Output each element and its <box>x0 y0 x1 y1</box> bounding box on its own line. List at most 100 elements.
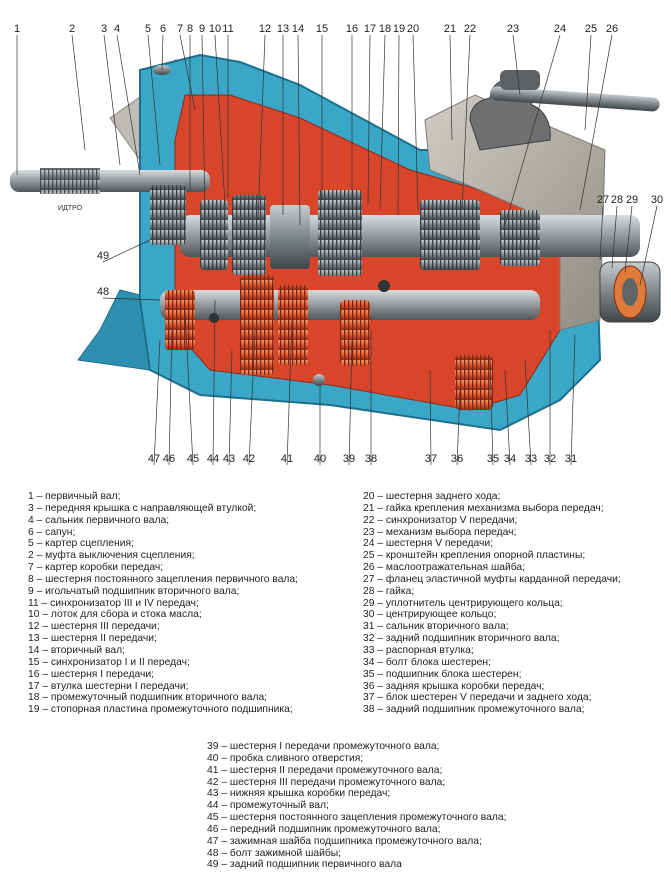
legend-item: 13 – шестерня II передачи; <box>28 633 157 645</box>
callout-number: 24 <box>554 23 566 35</box>
legend-item: 42 – шестерня III передачи промежуточног… <box>207 776 446 788</box>
callout-number: 5 <box>145 23 151 35</box>
shift-lever <box>489 86 660 112</box>
legend-item: 22 – синхронизатор V передачи; <box>363 514 518 526</box>
legend-item: 20 – шестерня заднего хода; <box>363 491 501 502</box>
legend-item: 5 – картер сцепления; <box>28 538 134 550</box>
legend-item: 38 – задний подшипник промежуточного вал… <box>363 704 585 716</box>
callout-leader <box>412 34 419 211</box>
callout-number: 1 <box>14 23 20 35</box>
callout-leader <box>102 239 151 263</box>
legend-item: 6 – сапун; <box>28 526 76 538</box>
callout-number: 6 <box>160 23 166 35</box>
callout-leader <box>504 369 511 466</box>
callout-leader <box>397 34 400 216</box>
legend-item: 33 – распорная втулка; <box>363 644 474 656</box>
callout-leader <box>584 34 592 131</box>
shaft-engraving: ИДТРО <box>58 205 83 212</box>
callout-leader <box>257 34 266 221</box>
callout-number: 22 <box>464 23 476 35</box>
legend-item: 44 – промежуточный вал; <box>207 800 329 812</box>
callout-number: 2 <box>69 23 75 35</box>
callout-leader <box>179 34 196 111</box>
legend-item: 41 – шестерня II передачи промежуточного… <box>207 764 443 776</box>
legend-item: 34 – болт блока шестерен; <box>363 656 491 668</box>
legend-item: 12 – шестерня III передачи; <box>28 621 160 633</box>
callout-number: 40 <box>314 453 326 465</box>
legend-item: 30 – центрирующее кольцо; <box>363 609 497 621</box>
callout-number: 11 <box>222 23 233 35</box>
callout-number: 18 <box>379 23 391 35</box>
legend-item: 35 – подшипник блока шестерен; <box>363 668 522 680</box>
callout-number: 48 <box>97 286 109 298</box>
legend-item: 9 – игольчатый подшипник вторичного вала… <box>28 585 240 597</box>
callout-leader <box>456 389 461 466</box>
legend-item: 26 – маслоотражательная шайба; <box>363 562 525 574</box>
legend-item: 49 – задний подшипник первичного вала <box>207 859 402 871</box>
legend-item: 2 – муфта выключения сцепления; <box>28 550 195 562</box>
legend-item: 28 – гайка; <box>363 585 415 597</box>
callout-leader <box>367 34 371 206</box>
legend-item: 21 – гайка крепления механизма выбора пе… <box>363 502 604 514</box>
callout-number: 13 <box>277 23 289 35</box>
callout-leader <box>379 34 386 211</box>
callout-leader <box>297 34 301 226</box>
callout-leader <box>103 34 121 166</box>
legend-item: 32 – задний подшипник вторичного вала; <box>363 633 560 645</box>
callout-number: 41 <box>281 453 293 465</box>
callout-leader <box>248 329 256 466</box>
callout-number: 26 <box>606 23 618 35</box>
callout-number: 39 <box>343 453 355 465</box>
legend-item: 31 – сальник вторичного вала; <box>363 621 509 633</box>
callout-number: 21 <box>444 23 456 35</box>
callout-number: 44 <box>207 453 219 465</box>
callout-number: 37 <box>425 453 437 465</box>
legend-item: 27 – фланец эластичной муфты карданной п… <box>363 573 621 585</box>
callout-leader <box>429 369 432 466</box>
legend-item: 39 – шестерня I передачи промежуточного … <box>207 741 440 752</box>
callout-number: 32 <box>544 453 556 465</box>
callout-leader <box>153 339 161 466</box>
callout-number: 17 <box>364 23 376 35</box>
callout-number: 36 <box>451 453 463 465</box>
legend-item: 3 – передняя крышка с направляющей втулк… <box>28 502 257 514</box>
callout-number: 15 <box>316 23 328 35</box>
callout-leader <box>599 205 604 261</box>
callout-number: 19 <box>393 23 405 35</box>
callout-number: 33 <box>525 453 537 465</box>
legend-item: 17 – втулка шестерни I передачи; <box>28 680 189 692</box>
callout-number: 12 <box>259 23 271 35</box>
callout-leader <box>201 34 206 216</box>
callout-leader <box>611 205 618 269</box>
legend-item: 11 – синхронизатор III и IV передач; <box>28 597 199 609</box>
callout-number: 47 <box>148 453 160 465</box>
callout-number: 4 <box>114 23 120 35</box>
callout-leader <box>116 34 141 176</box>
callout-leader <box>512 34 521 96</box>
legend-left-column: 1 – первичный вал;3 – передняя крышка с … <box>28 491 298 716</box>
callout-number: 7 <box>177 23 183 35</box>
legend-bottom-column: 39 – шестерня I передачи промежуточного … <box>207 741 506 871</box>
legend-item: 29 – уплотнитель центрирующего кольца; <box>363 597 563 609</box>
legend-item: 7 – картер коробки передач; <box>28 562 164 574</box>
callout-leader <box>489 359 494 466</box>
legend-item: 10 – лоток для сбора и стока масла; <box>28 609 202 621</box>
legend-right-column: 20 – шестерня заднего хода;21 – гайка кр… <box>363 491 621 716</box>
callout-number: 23 <box>507 23 519 35</box>
callout-leader <box>524 359 532 466</box>
callout-leader <box>639 205 658 286</box>
legend-item: 4 – сальник первичного вала; <box>28 514 170 526</box>
callout-number: 10 <box>209 23 221 35</box>
callout-number: 16 <box>346 23 358 35</box>
legend-item: 43 – нижняя крышка коробки передач; <box>207 788 391 800</box>
callout-number: 45 <box>187 453 199 465</box>
callout-leader <box>147 34 161 166</box>
callout-leader <box>228 349 233 466</box>
callout-leader <box>348 339 353 466</box>
legend-item: 23 – механизм выбора передач; <box>363 526 517 538</box>
callout-leader <box>570 334 576 466</box>
legend-item: 36 – задняя крышка коробки передач; <box>363 680 545 692</box>
callout-number: 28 <box>611 194 623 206</box>
gears <box>150 185 540 410</box>
